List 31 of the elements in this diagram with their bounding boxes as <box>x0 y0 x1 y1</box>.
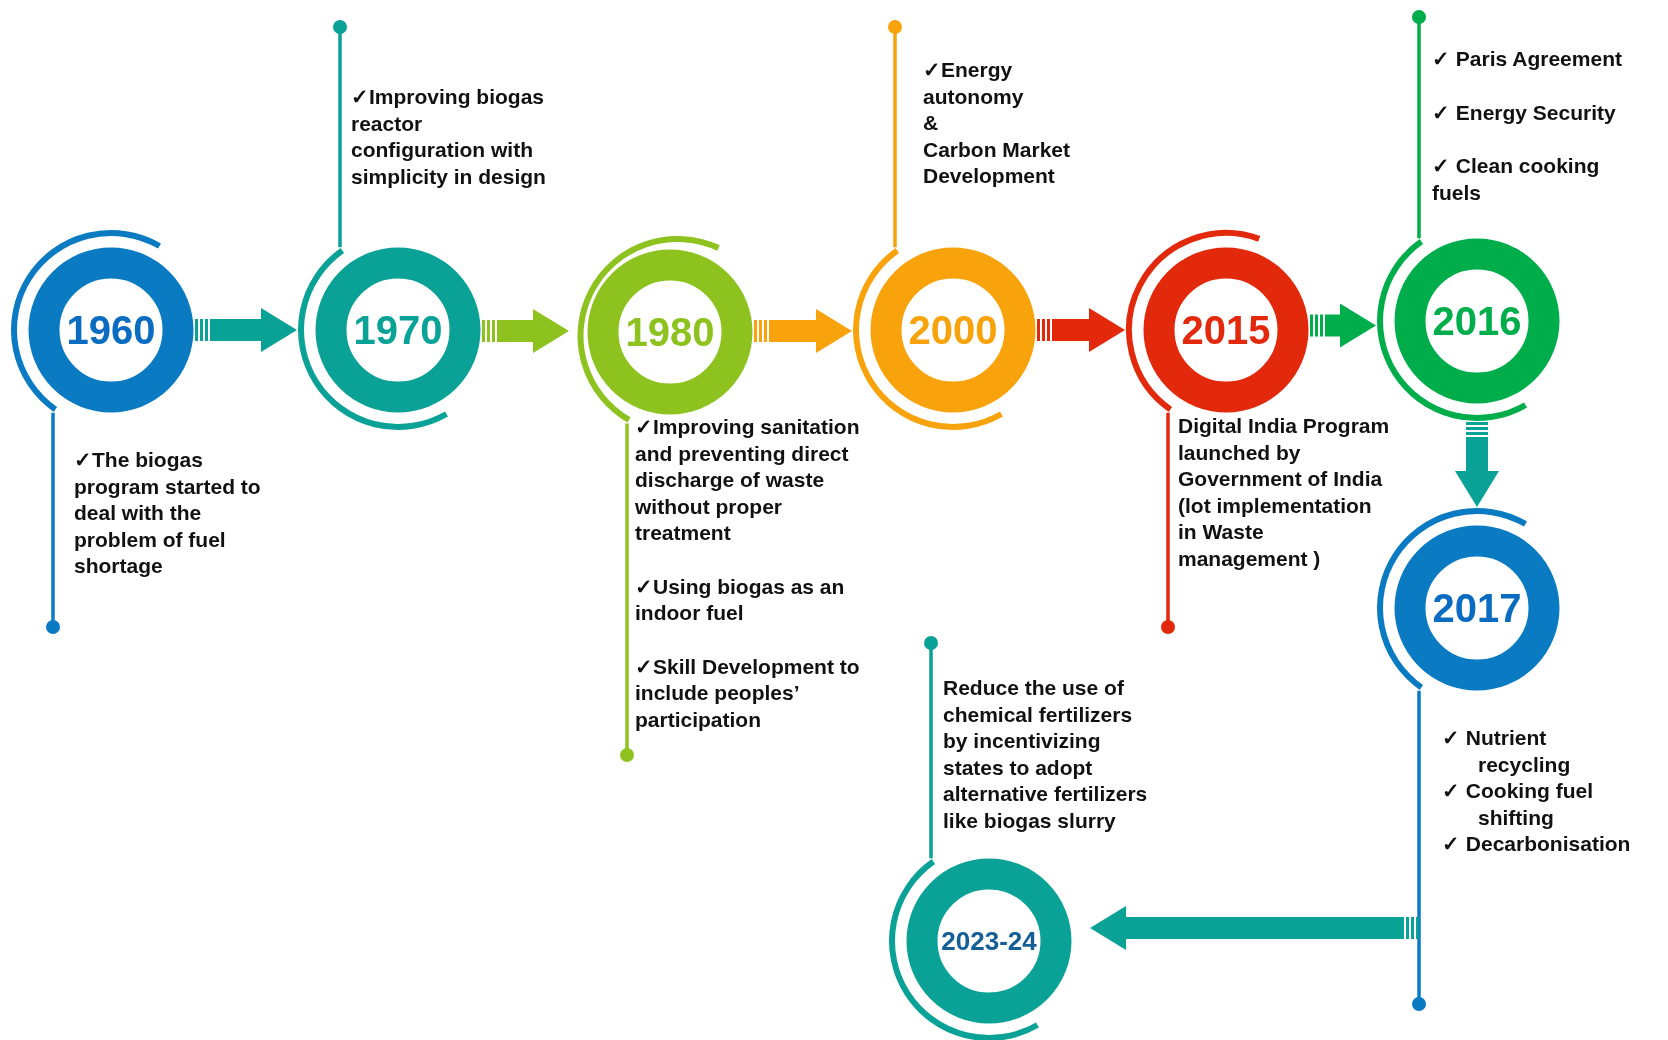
block-arrow <box>1090 906 1419 950</box>
year-label: 2017 <box>1432 588 1522 628</box>
milestone-note: ✓Energy autonomy <box>923 57 1025 110</box>
block-arrow <box>1310 303 1376 348</box>
milestone-note: ✓Improving biogas reactor configuration with simplicity in design <box>351 84 547 190</box>
milestone-note: ✓ Decarbonisation <box>1442 831 1632 857</box>
milestone-note: Carbon Market Development <box>923 136 1072 189</box>
year-label: 1970 <box>353 310 443 350</box>
year-label: 2000 <box>908 310 998 350</box>
milestone-note: ✓Skill Development to include peoples’ participation <box>635 653 861 733</box>
milestone-note: ✓Using biogas as an indoor fuel <box>635 573 846 626</box>
milestone-note: ✓ Nutrient recycling <box>1442 725 1572 778</box>
milestone-note: ✓ Energy Security <box>1432 99 1617 126</box>
block-arrow <box>1455 422 1499 507</box>
block-arrow <box>754 309 852 353</box>
milestone-note: Digital India Program launched by Government of India (lot implementation in Waste management ) <box>1178 413 1391 572</box>
milestone-note: ✓ Cooking fuel shifting <box>1442 778 1594 831</box>
milestone-note: ✓The biogas program started to deal with the problem of fuel shortage <box>74 447 262 579</box>
year-label: 1960 <box>66 310 156 350</box>
year-label: 2015 <box>1181 310 1271 350</box>
milestone-note: ✓ Clean cooking fuels <box>1432 153 1601 206</box>
year-label: 1980 <box>625 312 715 352</box>
block-arrow <box>195 308 297 352</box>
block-arrow <box>1037 308 1125 352</box>
milestone-note: & <box>923 110 940 136</box>
milestone-note: ✓Improving sanitation and preventing direct discharge of waste without proper treatment <box>635 414 861 546</box>
year-label: 2023-24 <box>941 928 1037 954</box>
block-arrow <box>482 309 569 353</box>
milestone-note: Reduce the use of chemical fertilizers by incentivizing states to adopt alternative fertilizers like biogas slurry <box>943 675 1149 834</box>
milestone-note: ✓ Paris Agreement <box>1432 46 1623 72</box>
year-label: 2016 <box>1432 301 1522 341</box>
